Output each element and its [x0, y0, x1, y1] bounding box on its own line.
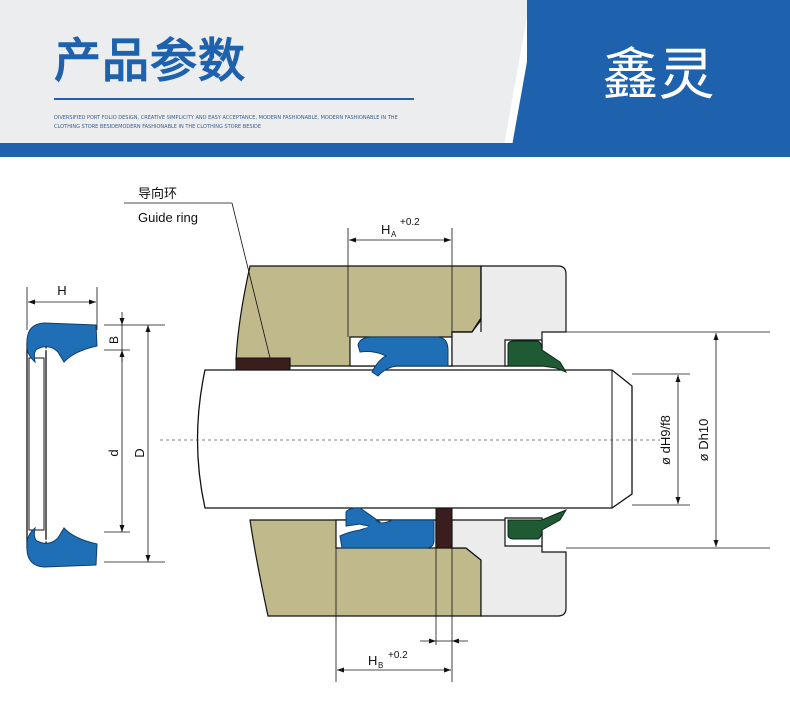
dimension-H: H [26, 283, 98, 330]
page-title: 产品参数 [54, 34, 246, 89]
wiper-seal-bottom [507, 508, 568, 540]
dimension-Dh10: ø Dh10 [566, 331, 770, 549]
seal-bottom-profile [26, 526, 98, 568]
label-Dh10: ø Dh10 [696, 419, 711, 462]
dimension-d: d [104, 357, 130, 533]
header-bottom-bar [0, 143, 790, 157]
label-guide-ring-en: Guide ring [138, 210, 198, 225]
guide-ring-top [235, 357, 291, 371]
label-HA: H [381, 222, 390, 237]
label-HA-sub: A [391, 230, 397, 239]
brand-name: 鑫灵 [602, 43, 715, 108]
dimension-D: D [104, 325, 165, 563]
dimension-B: B [104, 312, 165, 362]
guide-ring-bottom [435, 507, 453, 549]
label-HA-tolerance: +0.2 [400, 217, 420, 228]
brand-box: 鑫灵 [527, 0, 790, 150]
dimension-HA: H A +0.2 [347, 217, 453, 337]
label-HB-tolerance: +0.2 [388, 650, 408, 661]
label-D: D [132, 448, 147, 457]
label-HB: H [368, 653, 377, 668]
seal-cross-section [26, 322, 98, 568]
label-guide-ring-cn: 导向环 [138, 186, 177, 201]
label-B: B [107, 336, 121, 344]
wiper-seal-top [507, 340, 568, 374]
piston-rod [160, 369, 660, 509]
label-d: d [106, 449, 121, 456]
dimension-dH9: ø dH9/f8 [632, 373, 690, 506]
u-seal-top [357, 336, 449, 377]
seal-top-profile [26, 322, 98, 364]
dimension-HB: H B +0.2 [335, 548, 468, 682]
label-H: H [57, 283, 66, 298]
label-HB-sub: B [378, 661, 383, 670]
label-dH9: ø dH9/f8 [658, 415, 673, 465]
header-subtitle: DIVERSIFIED PORT FOLIO DESIGN, CREATIVE … [54, 115, 398, 130]
title-underline [54, 98, 414, 100]
guide-ring-callout: 导向环 Guide ring [124, 186, 271, 359]
